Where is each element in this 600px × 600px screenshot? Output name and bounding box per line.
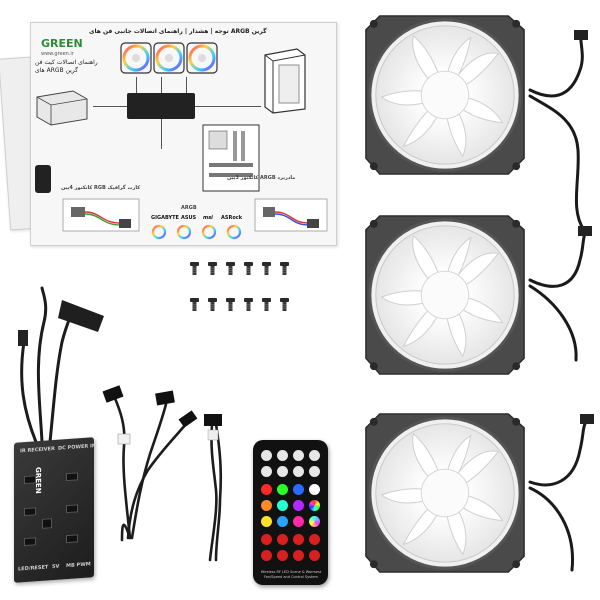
remote-button-purple[interactable] — [293, 500, 304, 511]
manual-connector-label-2: کانکتور 4پین RGB کارت گرافیک — [61, 185, 141, 191]
manual-remote-drawing — [35, 165, 51, 193]
manual-vendor-rings — [151, 224, 242, 240]
remote-button-white[interactable] — [309, 484, 320, 495]
manual-hub-drawing — [127, 93, 195, 119]
manual-case-drawing — [264, 48, 306, 114]
remote-button-blue[interactable] — [293, 484, 304, 495]
fan-bottom — [364, 412, 526, 574]
remote-button[interactable] — [293, 450, 304, 461]
controller-hub: IR RECEIVER DC POWER IN GREEN LED/RESET … — [14, 437, 97, 583]
screw-icon — [244, 262, 253, 275]
manual-brand: GREEN — [41, 37, 83, 50]
manual-guide-title: راهنمای اتصالات کیت فن های ARGB گرین — [35, 59, 98, 74]
manual-vga-connector-diagram — [62, 198, 140, 232]
screw-icon — [226, 262, 235, 275]
fan-top — [364, 14, 526, 176]
manual-fan-drawings — [120, 42, 218, 74]
remote-button[interactable] — [261, 534, 272, 545]
remote-button[interactable] — [277, 466, 288, 477]
remote-button-yellow[interactable] — [261, 516, 272, 527]
remote-button-green[interactable] — [277, 484, 288, 495]
remote-button-orange[interactable] — [261, 500, 272, 511]
screw-icon — [190, 262, 199, 275]
argb-extension-cable — [204, 414, 223, 562]
remote-button-cyan[interactable] — [277, 500, 288, 511]
remote-button[interactable] — [293, 534, 304, 545]
hub-label-power: DC POWER IN — [58, 443, 97, 452]
hub-label-mb-pwm: MB PWM — [66, 561, 91, 570]
screw-icon — [280, 298, 289, 311]
screw-icon — [208, 262, 217, 275]
remote-button[interactable] — [309, 550, 320, 561]
manual-argb-label: ARGB — [181, 205, 197, 211]
remote-button[interactable] — [261, 550, 272, 561]
splitter-cable — [102, 385, 198, 542]
hub-power-cables — [18, 286, 104, 444]
remote-button-rainbow[interactable] — [309, 500, 320, 511]
remote-button[interactable] — [277, 550, 288, 561]
remote-button[interactable] — [277, 450, 288, 461]
fan-cables — [528, 30, 594, 572]
screw-icon — [190, 298, 199, 311]
manual-motherboard-drawing — [202, 124, 260, 192]
manual-sheet-front: GREEN www.green.ir توجه | هشدار | راهنما… — [30, 22, 337, 246]
remote-button[interactable] — [293, 466, 304, 477]
manual-vendor-3: msi — [203, 215, 213, 221]
manual-psu-drawing — [36, 90, 88, 126]
fan-middle — [364, 214, 526, 376]
manual-mb-connector-diagram — [254, 198, 328, 232]
manual-connector-label-1: کانکتور 3پین ARGB مادربرد — [227, 175, 296, 181]
manual-vendor-1: GIGABYTE — [151, 215, 179, 221]
remote-caption: Wireless RF LED Scene & Warmest Fan/Spee… — [260, 570, 322, 579]
hub-label-led-reset: LED/RESET — [18, 564, 49, 573]
remote-button-rainbow-2[interactable] — [309, 516, 320, 527]
manual-brand-sub: www.green.ir — [41, 51, 74, 57]
manual-heading: توجه | هشدار | راهنمای اتصالات جانبی فن … — [89, 28, 267, 35]
hub-label-receiver: IR RECEIVER — [20, 445, 55, 455]
remote-button[interactable] — [261, 466, 272, 477]
remote-button[interactable] — [309, 450, 320, 461]
screw-icon — [208, 298, 217, 311]
remote-button-red[interactable] — [261, 484, 272, 495]
screw-icon — [262, 298, 271, 311]
screw-icon — [280, 262, 289, 275]
manual-vendor-4: ASRock — [221, 215, 243, 221]
hub-label-5v: 5V — [52, 563, 60, 571]
screw-icon — [262, 262, 271, 275]
remote-button[interactable] — [277, 534, 288, 545]
remote-button[interactable] — [293, 550, 304, 561]
manual-vendor-2: ASUS — [181, 215, 197, 221]
remote-button[interactable] — [261, 450, 272, 461]
rf-remote-control[interactable]: Wireless RF LED Scene & Warmest Fan/Spee… — [253, 440, 328, 585]
remote-button-pink[interactable] — [293, 516, 304, 527]
screw-icon — [244, 298, 253, 311]
screw-icon — [226, 298, 235, 311]
remote-button[interactable] — [309, 466, 320, 477]
remote-button-sky[interactable] — [277, 516, 288, 527]
remote-button[interactable] — [309, 534, 320, 545]
